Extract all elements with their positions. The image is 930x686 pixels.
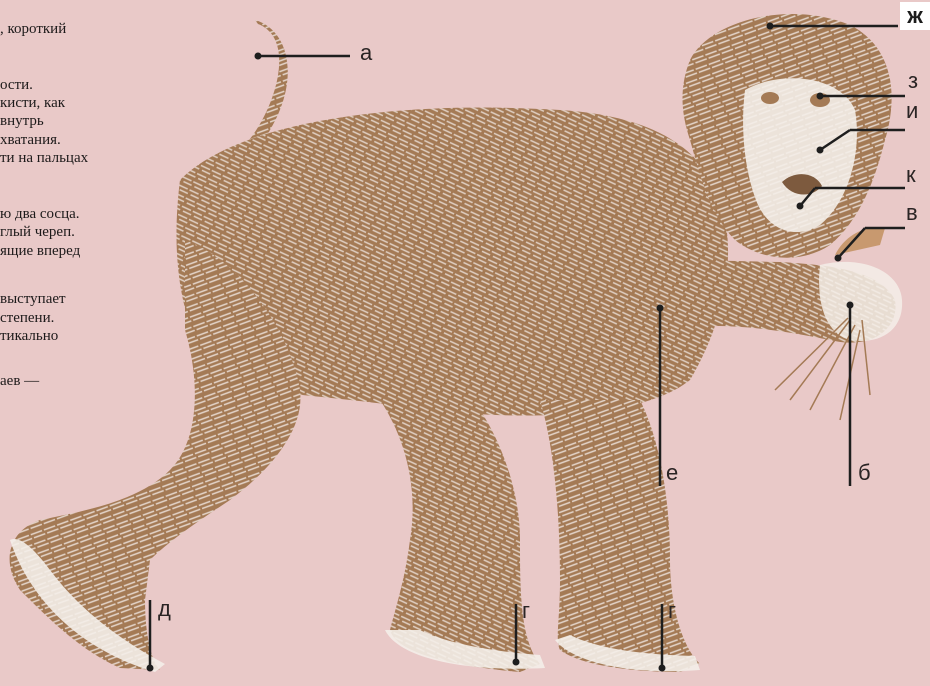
text-line-8: глый череп. xyxy=(0,223,75,241)
label-d: д xyxy=(158,598,171,620)
text-line-5: хватания. xyxy=(0,131,61,149)
label-e: е xyxy=(666,462,678,484)
text-line-9: ящие вперед xyxy=(0,242,80,260)
text-line-6: ти на пальцах xyxy=(0,149,88,167)
label-zh: ж xyxy=(900,2,930,30)
label-k: к xyxy=(906,164,916,186)
label-g2: г xyxy=(668,600,676,622)
front-leg-right xyxy=(540,400,700,672)
label-b: б xyxy=(858,462,871,484)
text-line-2: ости. xyxy=(0,76,33,94)
label-v: в xyxy=(906,202,918,224)
label-g1: г xyxy=(522,600,530,622)
text-line-11: степени. xyxy=(0,309,54,327)
text-line-10: выступает xyxy=(0,290,66,308)
text-line-7: ю два сосца. xyxy=(0,205,80,223)
label-z: з xyxy=(908,70,918,92)
label-a: а xyxy=(360,42,372,64)
text-line-1: , короткий xyxy=(0,20,66,38)
text-line-4: внутрь xyxy=(0,112,44,130)
label-i: и xyxy=(906,100,918,122)
text-line-13: аев — xyxy=(0,372,39,390)
eye-2 xyxy=(761,92,779,104)
text-line-3: кисти, как xyxy=(0,94,65,112)
label-zh-box: ж xyxy=(900,2,930,30)
text-line-12: тикально xyxy=(0,327,58,345)
